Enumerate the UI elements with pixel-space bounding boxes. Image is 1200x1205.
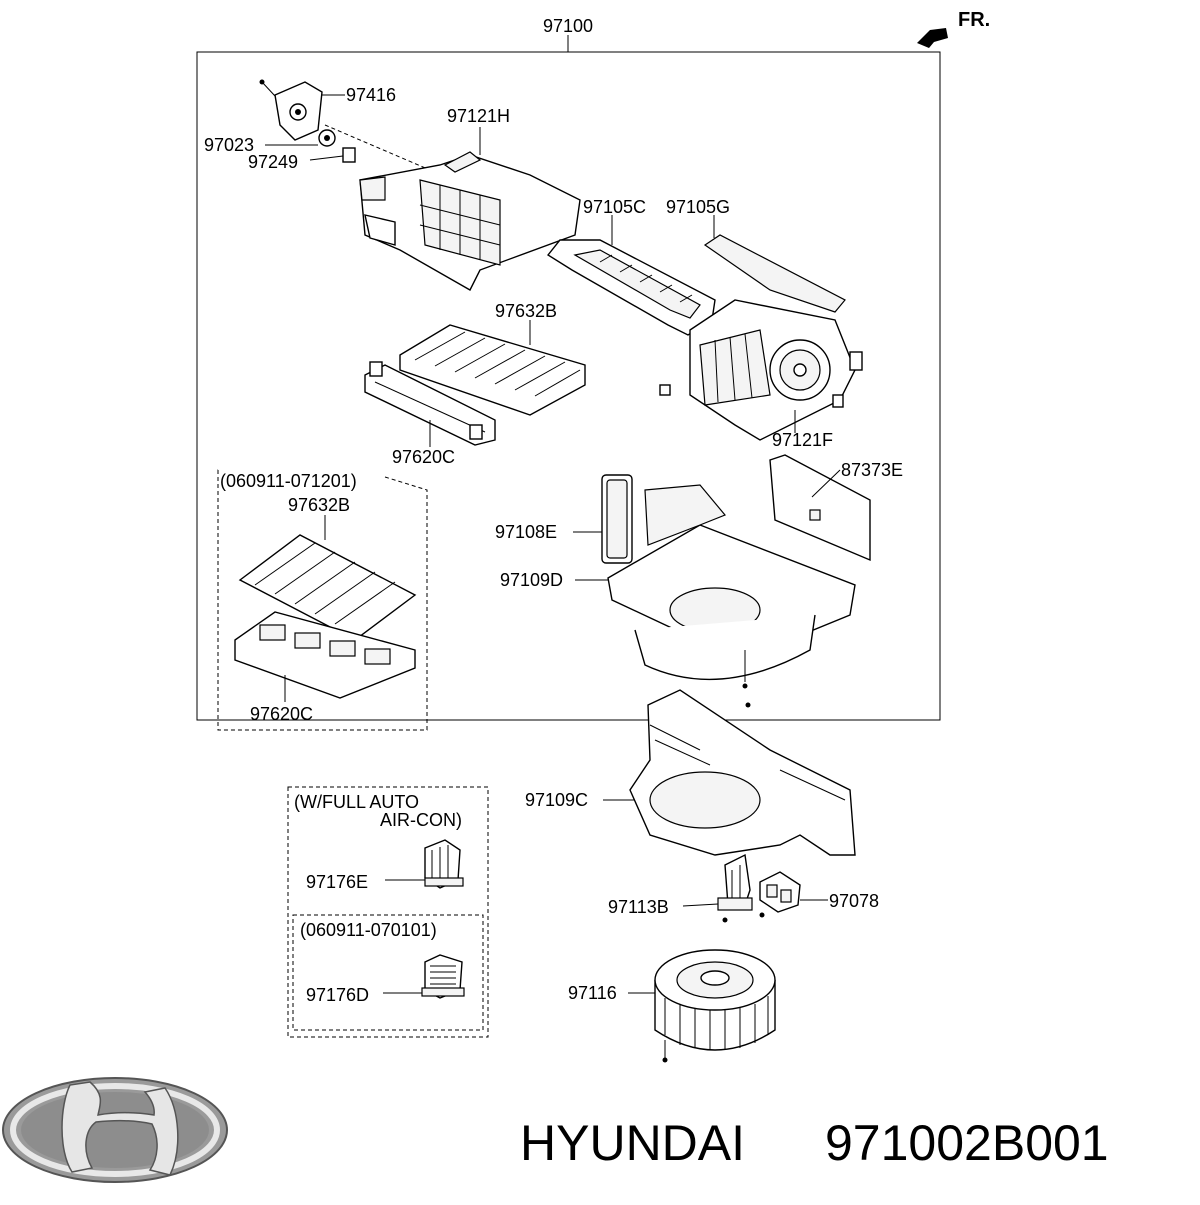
inset-autocon-line1: (W/FULL AUTO [294,792,419,812]
resistor-97176D [421,954,465,999]
label-97620C-top: 97620C [392,447,455,467]
label-97105G: 97105G [666,197,730,217]
filter-97632B-inset [238,534,417,641]
label-97176D: 97176D [306,985,369,1005]
brand-name: HYUNDAI [520,1115,745,1171]
inset-filter-period: (060911-071201) [220,471,357,491]
clip-97249 [342,147,356,163]
front-indicator: FR. [958,9,990,31]
door-97105C [546,239,716,336]
label-97023: 97023 [204,135,254,155]
label-97176E: 97176E [306,872,368,892]
label-97108E: 97108E [495,522,557,542]
autocon-inset [287,786,489,1038]
filter-period-inset [217,469,428,731]
inset-autocon-line2: AIR-CON) [380,810,462,830]
case-97121F [659,299,863,441]
label-97078: 97078 [829,891,879,911]
front-arrow-icon [917,28,948,48]
blower-housing-upper-97109D [607,484,856,689]
label-97109C: 97109C [525,790,588,810]
cover-87373E [769,454,871,562]
lever-97023 [318,129,336,147]
filter-frame-97620C [364,361,496,446]
seal-97105G [703,234,846,313]
label-87373E: 87373E [841,460,903,480]
resistor-97113B [717,853,765,923]
resistor-period-inset [292,914,484,1031]
inset-resistor-period: (060911-070101) [300,920,437,940]
blower-housing-lower-97109C [629,689,856,856]
blower-motor-97116 [654,949,776,1063]
filter-frame-97620C-inset [234,611,416,699]
hyundai-logo-icon [2,1077,228,1183]
label-97632B-top: 97632B [495,301,557,321]
gasket-97108E [601,474,633,564]
label-97121F: 97121F [772,430,833,450]
assembly-label: 97100 [543,16,593,36]
resistor-97176E [424,839,464,889]
label-97620C-inset: 97620C [250,704,313,724]
part-number: 971002B001 [825,1115,1109,1171]
label-97109D: 97109D [500,570,563,590]
label-97105C: 97105C [583,197,646,217]
label-97113B: 97113B [608,897,669,917]
intake-case-97121H [359,151,581,291]
sensor-97078 [759,871,801,913]
label-97416: 97416 [346,85,396,105]
filter-97632B [399,324,586,416]
label-97116: 97116 [568,983,617,1003]
label-97121H: 97121H [447,106,510,126]
label-97632B-inset: 97632B [288,495,350,515]
label-97249: 97249 [248,152,298,172]
actuator-97416 [259,79,323,141]
